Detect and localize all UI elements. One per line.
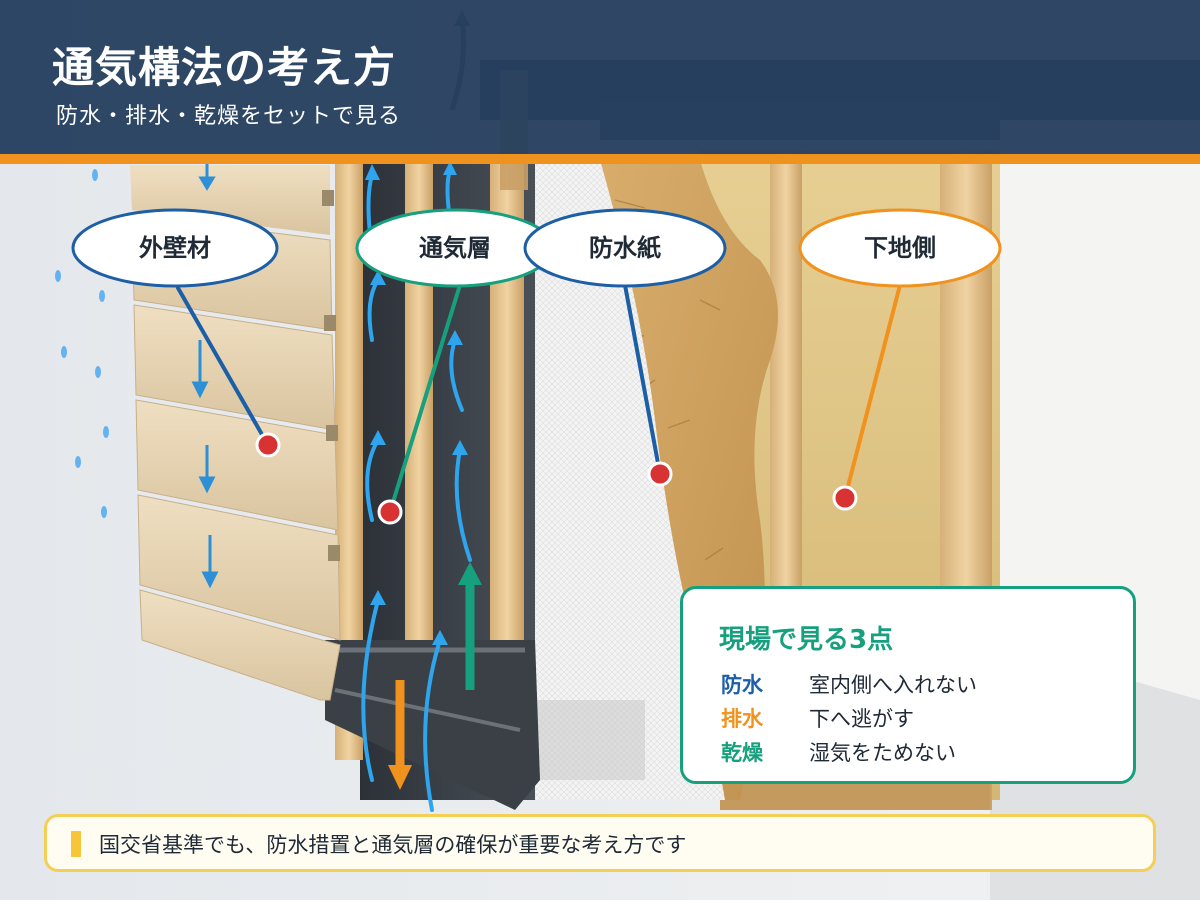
header-accent-stripe [0, 154, 1200, 164]
callout-label-siding: 外壁材 [75, 228, 275, 268]
callout-label-substrate: 下地側 [800, 228, 1000, 268]
footer-marker-icon [71, 831, 81, 857]
panel-row-key: 防水 [721, 669, 763, 699]
page-title: 通気構法の考え方 [52, 34, 396, 95]
panel-row-value: 室内側へ入れない [809, 669, 977, 699]
panel-row-value: 湿気をためない [809, 737, 956, 767]
key-points-panel: 現場で見る3点 防水 室内側へ入れない 排水 下へ逃がす 乾燥 湿気をためない [680, 586, 1136, 784]
panel-row-key: 乾燥 [721, 737, 763, 767]
panel-row-key: 排水 [721, 703, 763, 733]
page-subtitle: 防水・排水・乾燥をセットで見る [56, 98, 401, 130]
panel-row-value: 下へ逃がす [809, 703, 914, 733]
footer-text: 国交省基準でも、防水措置と通気層の確保が重要な考え方です [99, 829, 686, 859]
callout-label-house-wrap: 防水紙 [525, 228, 725, 268]
panel-title: 現場で見る3点 [719, 619, 893, 656]
footer-note: 国交省基準でも、防水措置と通気層の確保が重要な考え方です [44, 814, 1156, 872]
